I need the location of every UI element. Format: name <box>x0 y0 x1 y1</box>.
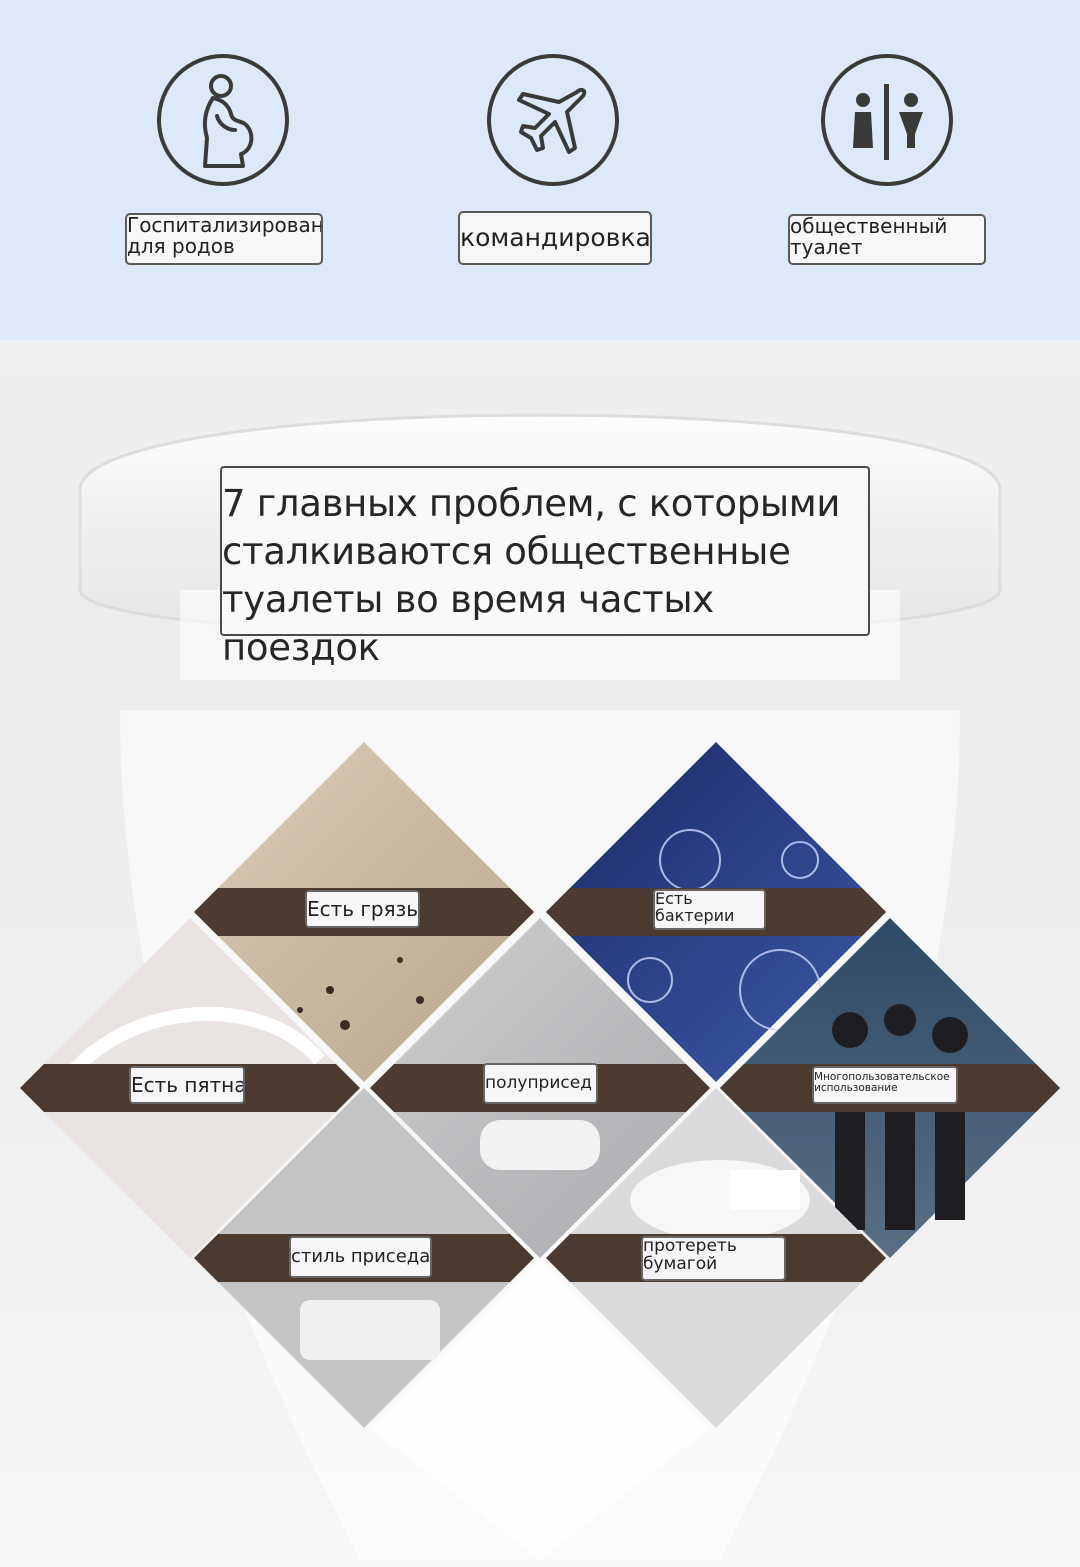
pregnant-woman-icon <box>157 54 289 186</box>
label-stains: Есть пятна <box>129 1066 245 1104</box>
label-half-squat: полуприсед <box>483 1063 598 1104</box>
label-wipe-paper: протереть бумагой <box>641 1236 786 1281</box>
airplane-icon <box>487 54 619 186</box>
label-squat-style: стиль приседа <box>289 1236 432 1278</box>
label-public-toilet: общественный туалет <box>788 214 986 265</box>
label-dirt: Есть грязь <box>305 890 420 928</box>
label-multi-use: Многопользовательское использование <box>812 1066 958 1104</box>
page-headline: 7 главных проблем, с которыми сталкивают… <box>220 466 870 669</box>
restroom-icon <box>821 54 953 186</box>
label-childbirth: Госпитализирован для родов <box>125 213 323 265</box>
label-business-trip: командировка <box>458 211 652 265</box>
label-bacteria: Есть бактерии <box>653 889 766 930</box>
